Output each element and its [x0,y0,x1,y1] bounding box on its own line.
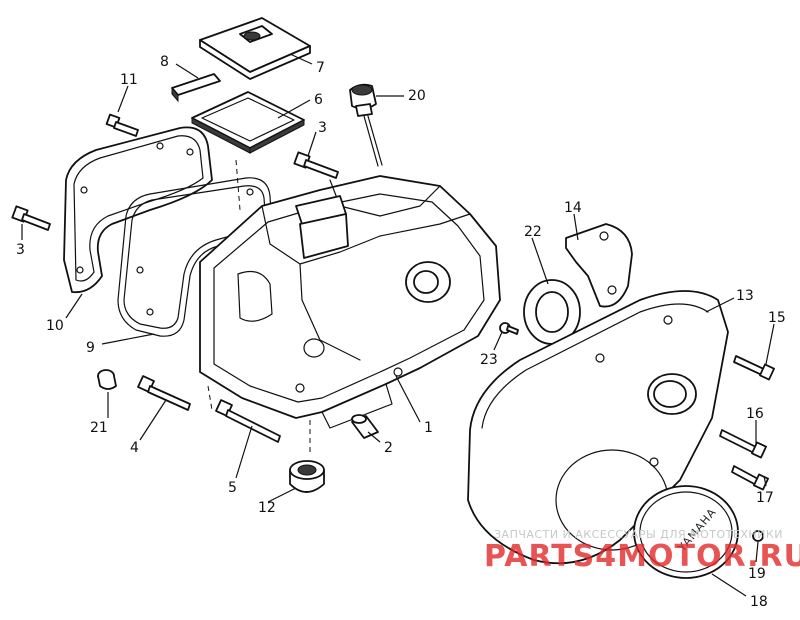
callout-2: 2 [384,440,393,456]
part-11-screw [105,113,139,137]
callout-3-left: 3 [16,242,25,258]
callout-16: 16 [746,406,764,422]
part-7-top-cover [199,17,311,80]
part-2-dowel [351,414,379,439]
callout-23: 23 [480,352,498,368]
callout-18: 18 [750,594,768,610]
part-3-screw-right [293,151,339,179]
part-6-gasket [191,91,305,154]
part-12-bearing [289,460,325,493]
callout-1: 1 [424,420,433,436]
part-17-bolt [731,465,769,491]
callout-10: 10 [46,318,64,334]
callout-19: 19 [748,566,766,582]
part-1-crankcase [199,175,501,429]
part-21-plug [97,369,117,390]
callout-numbers: 1 2 3 3 4 5 6 7 8 9 10 11 12 13 14 15 16… [16,54,786,610]
callout-8: 8 [160,54,169,70]
part-18-cap: YAMAHA [633,485,739,579]
callout-12: 12 [258,500,276,516]
part-10-left-cover [63,126,213,294]
callout-4: 4 [130,440,139,456]
callout-5: 5 [228,480,237,496]
part-9-gasket [117,177,273,337]
callout-11: 11 [120,72,138,88]
callout-22: 22 [524,224,542,240]
part-15-bolt [733,355,775,381]
part-3-screw-left [11,205,51,231]
callout-9: 9 [86,340,95,356]
callout-6: 6 [314,92,323,108]
callout-20: 20 [408,88,426,104]
part-16-bolt [719,429,767,459]
part-23-bolt [499,322,519,335]
part-5-bolt [215,399,281,443]
callout-17: 17 [756,490,774,506]
part-22-seal [523,279,581,345]
callout-15: 15 [768,310,786,326]
part-8-pad [171,73,221,103]
watermark-caption: ЗАПЧАСТИ И АКСЕССУАРЫ ДЛЯ МОТОТЕХНИКИ [494,528,783,541]
callout-3-right: 3 [318,120,327,136]
part-20-dipstick [349,83,383,167]
alignment-lines [207,159,311,452]
part-14-bracket [565,223,633,308]
leader-lines [21,53,775,597]
part-4-bolt [137,375,191,411]
watermark-site: PARTS4MOTOR.RU [484,539,800,574]
callout-21: 21 [90,420,108,436]
callout-14: 14 [564,200,582,216]
callout-7: 7 [316,60,325,76]
watermark: ЗАПЧАСТИ И АКСЕССУАРЫ ДЛЯ МОТОТЕХНИКИ PA… [484,528,800,574]
part-19-screw [752,530,764,542]
callout-13: 13 [736,288,754,304]
